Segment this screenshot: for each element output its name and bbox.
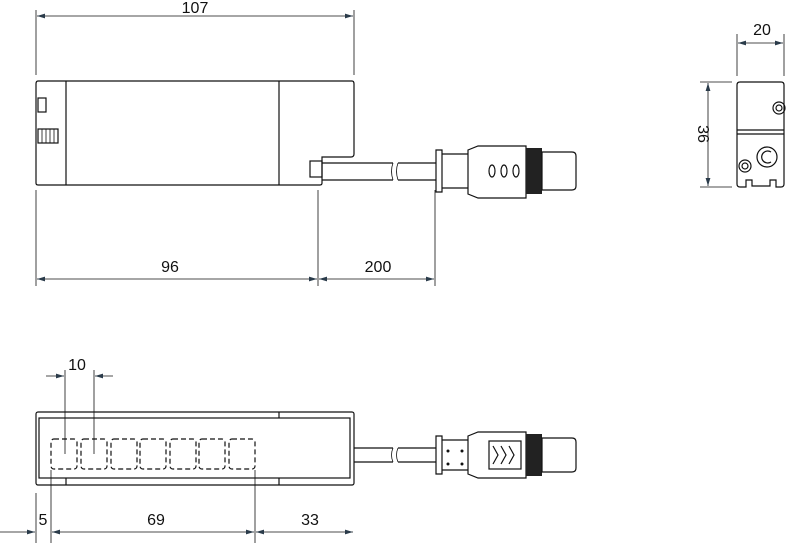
dim-overall-length: 107	[35, 0, 355, 75]
dim-label-107: 107	[182, 0, 209, 17]
dim-label-20: 20	[753, 22, 771, 39]
sensing-zones	[50, 438, 256, 470]
sensor-body-outline	[35, 80, 355, 186]
dim-body-cable: 96 200	[35, 190, 436, 286]
dim-label-33: 33	[301, 512, 319, 529]
dim-label-96: 96	[161, 259, 179, 276]
m12-connector	[435, 145, 577, 199]
led-window	[37, 97, 47, 113]
end-view: 20 36	[694, 22, 786, 188]
cable	[322, 162, 436, 181]
dim-label-5: 5	[39, 512, 48, 529]
m12-connector-bottom	[435, 431, 577, 479]
adjust-screw	[37, 128, 59, 144]
dim-label-200: 200	[365, 259, 392, 276]
dim-label-36: 36	[694, 125, 711, 143]
top-view: 107 96 200	[35, 0, 577, 286]
dim-label-69: 69	[147, 512, 165, 529]
dim-label-10: 10	[68, 357, 86, 374]
bottom-view: 10 5 69 33	[0, 357, 577, 543]
